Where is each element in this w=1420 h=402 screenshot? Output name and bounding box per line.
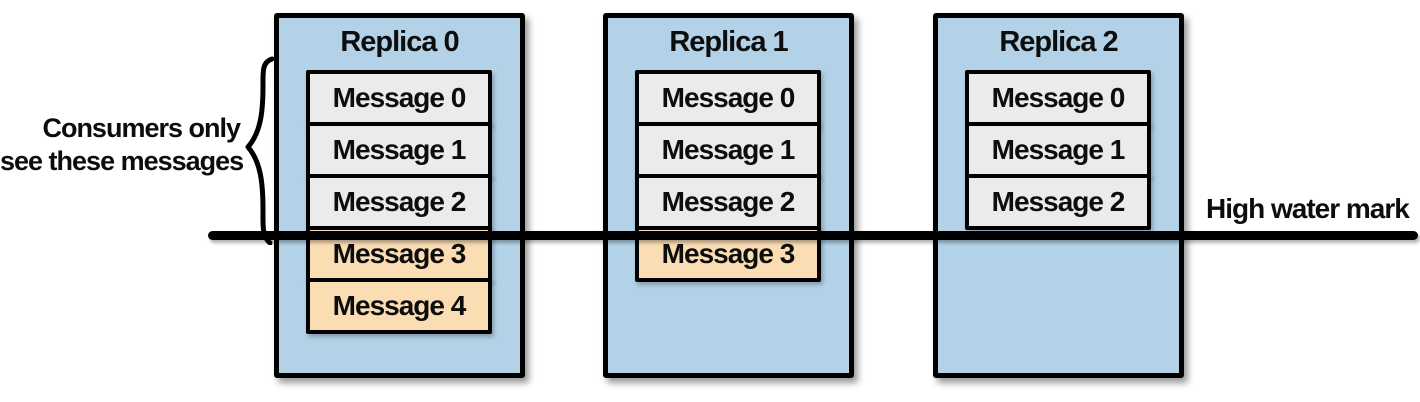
replica-1-message-stack: Message 0 Message 1 Message 2 Message 3 bbox=[635, 70, 821, 282]
replica-2-card: Replica 2 Message 0 Message 1 Message 2 bbox=[933, 13, 1184, 378]
high-water-mark-label: High water mark bbox=[1206, 193, 1410, 224]
consumers-note: Consumers only see these messages bbox=[0, 112, 244, 178]
message-box: Message 0 bbox=[306, 70, 492, 126]
message-box: Message 0 bbox=[965, 70, 1151, 126]
message-box: Message 0 bbox=[635, 70, 821, 126]
consumers-note-line1: Consumers only bbox=[42, 113, 241, 143]
consumers-note-line2: see these messages bbox=[0, 146, 244, 176]
replica-2-message-stack: Message 0 Message 1 Message 2 bbox=[965, 70, 1151, 230]
replica-1-title: Replica 1 bbox=[669, 26, 788, 58]
curly-brace-icon bbox=[245, 56, 275, 245]
message-box: Message 4 bbox=[306, 278, 492, 334]
replica-2-title: Replica 2 bbox=[999, 26, 1118, 58]
message-box: Message 1 bbox=[635, 122, 821, 178]
replica-0-card: Replica 0 Message 0 Message 1 Message 2 … bbox=[274, 13, 525, 378]
replica-0-title: Replica 0 bbox=[340, 26, 459, 58]
message-box: Message 2 bbox=[635, 174, 821, 230]
message-box: Message 2 bbox=[965, 174, 1151, 230]
message-box: Message 1 bbox=[965, 122, 1151, 178]
replica-0-message-stack: Message 0 Message 1 Message 2 Message 3 … bbox=[306, 70, 492, 334]
message-box: Message 1 bbox=[306, 122, 492, 178]
high-water-mark-line bbox=[208, 231, 1418, 240]
replica-1-card: Replica 1 Message 0 Message 1 Message 2 … bbox=[603, 13, 854, 378]
message-box: Message 2 bbox=[306, 174, 492, 230]
